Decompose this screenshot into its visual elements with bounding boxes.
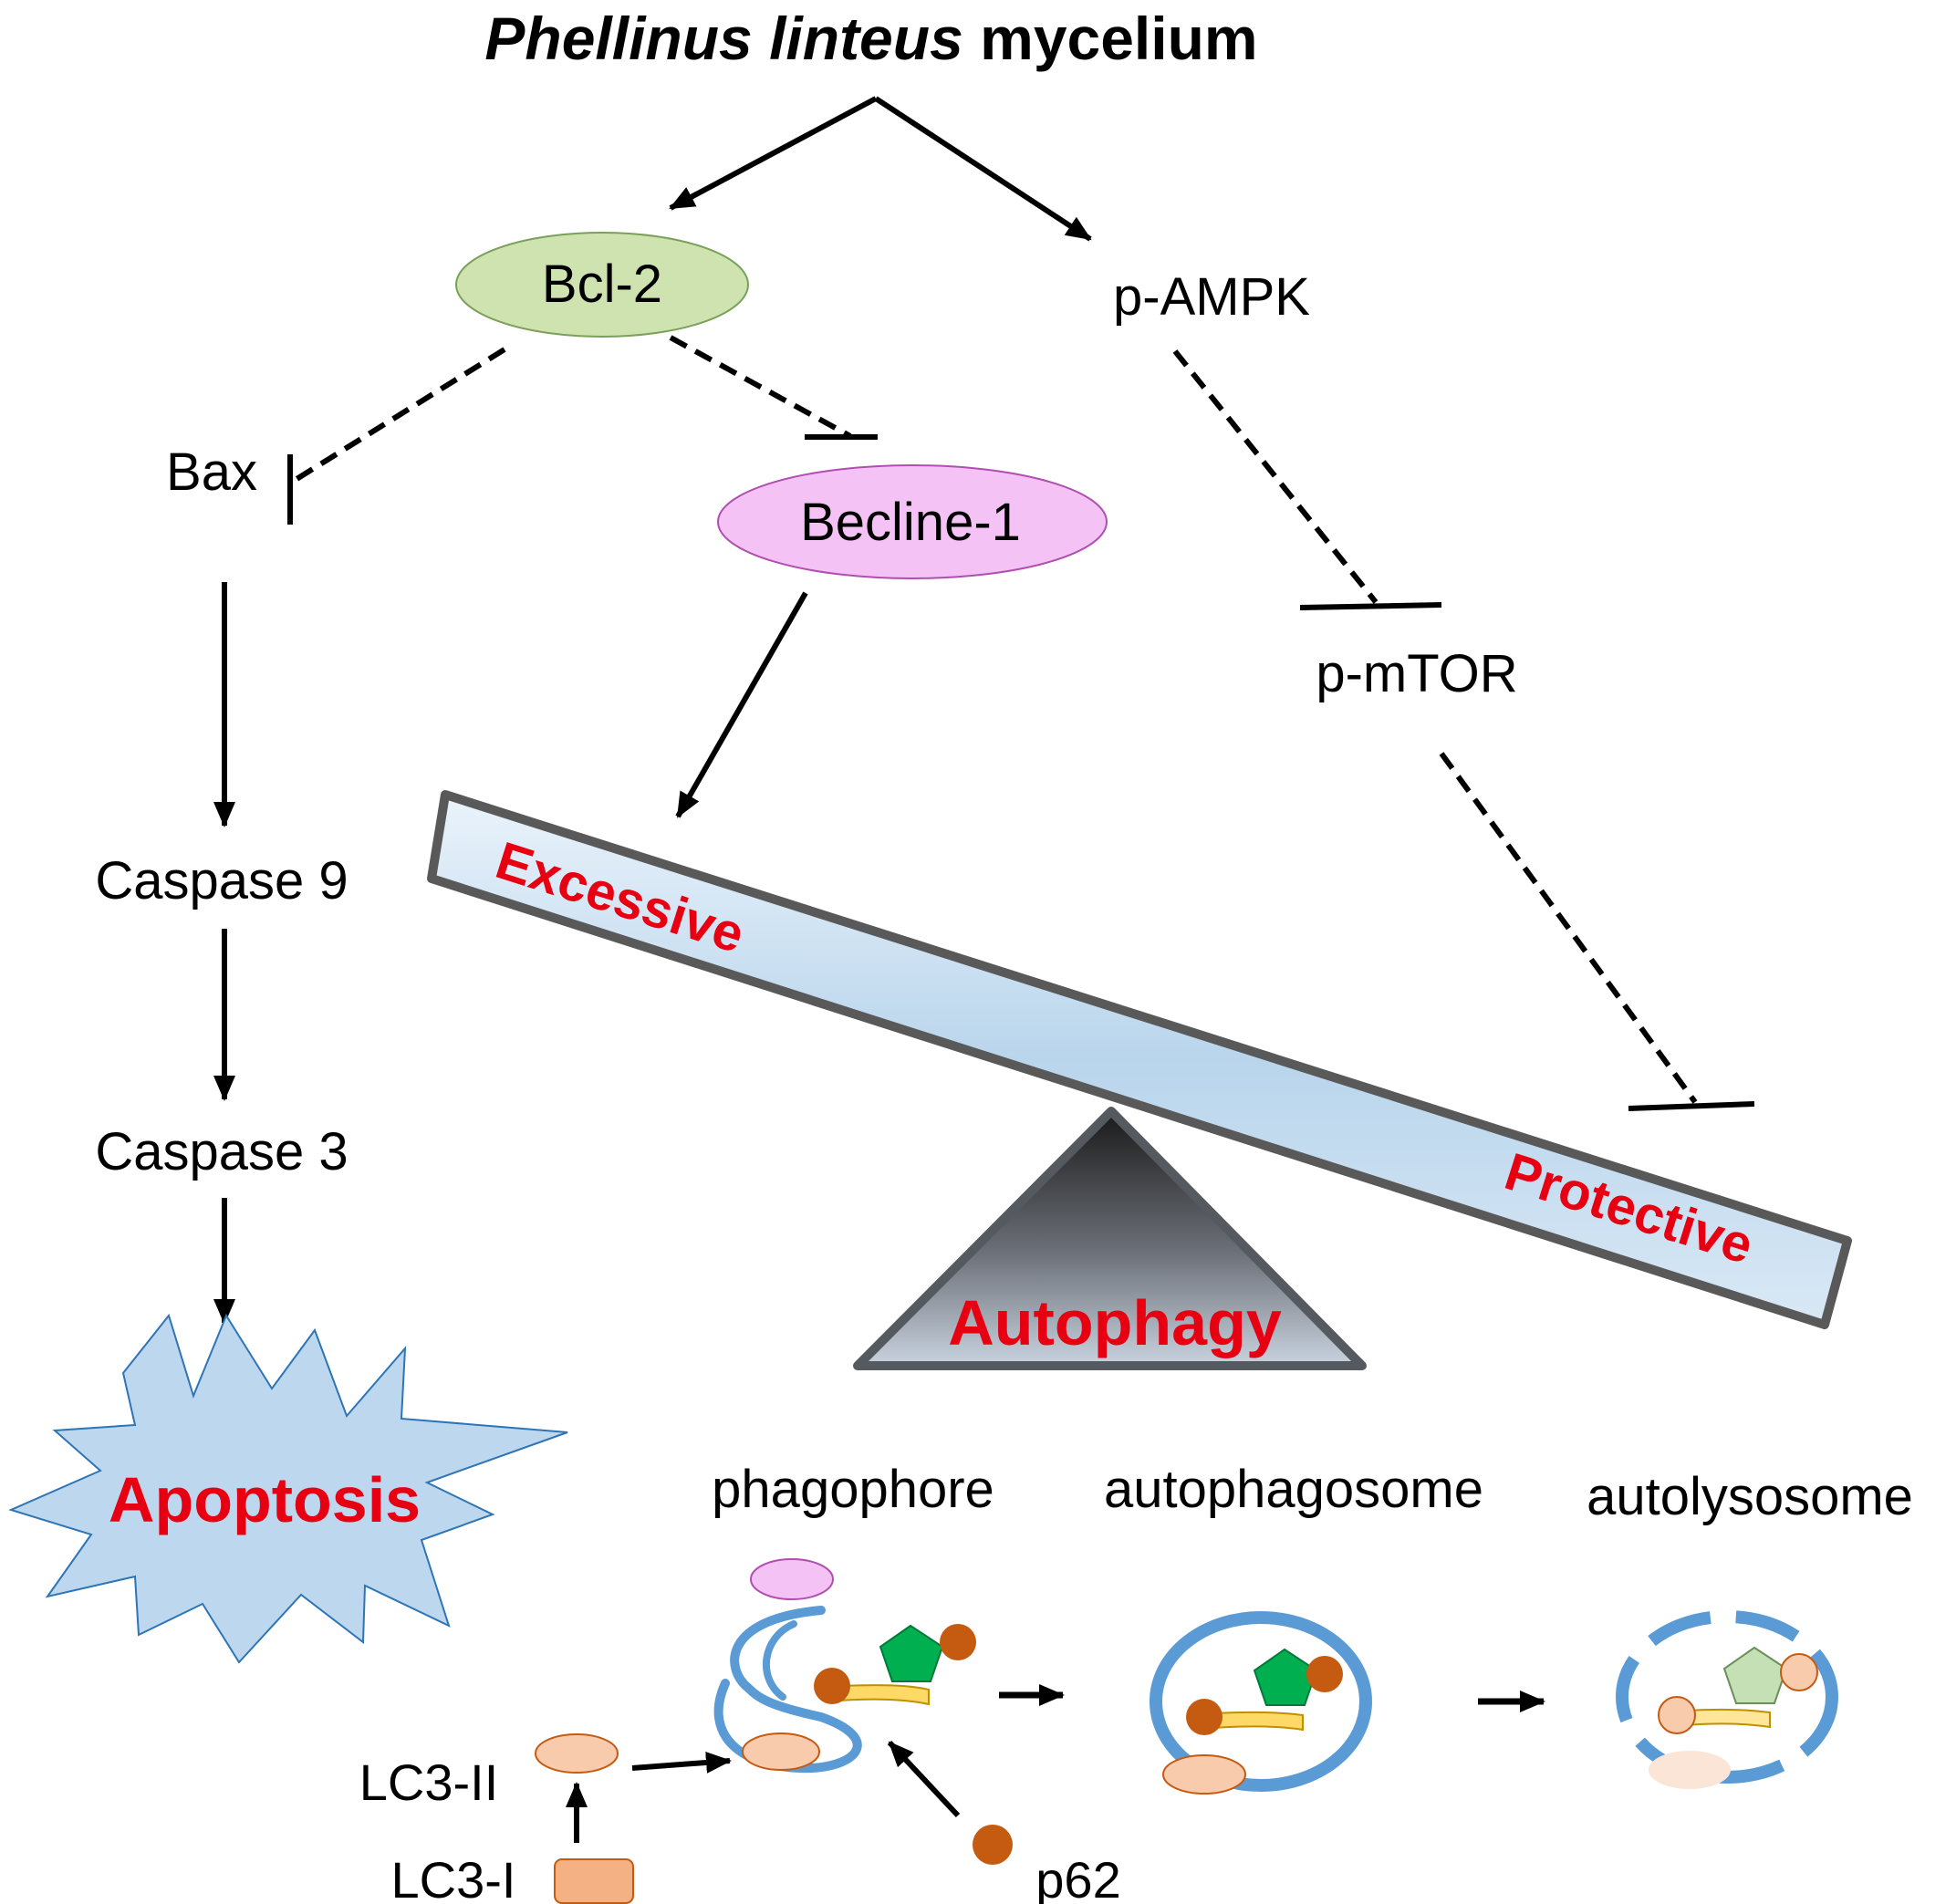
lc3-i-label: LC3-I — [391, 1851, 516, 1904]
p62-dot-3a — [1780, 1653, 1818, 1691]
caspase3-label: Caspase 3 — [95, 1122, 348, 1181]
seesaw-beam — [427, 790, 1852, 1329]
inhibit-pampk-to-pmtor — [1172, 349, 1379, 604]
cargo-pentagon-3 — [1722, 1646, 1788, 1704]
stage-phagophore-label: phagophore — [712, 1460, 994, 1519]
p62-dot-1a — [940, 1624, 976, 1660]
autolysosome-membrane — [1616, 1610, 1838, 1784]
autophagosome-illustration — [1150, 1611, 1372, 1795]
p62-label: p62 — [1035, 1851, 1120, 1904]
p62-dot-2b — [1186, 1699, 1222, 1735]
pampk-label: p-AMPK — [1113, 267, 1310, 327]
title-species: Phellinus linteus — [484, 5, 962, 72]
becline1-small-icon — [750, 1558, 834, 1600]
bcl2-label: Bcl-2 — [542, 255, 662, 314]
becline1-label: Becline-1 — [800, 493, 1021, 552]
apoptosis-label: Apoptosis — [109, 1464, 421, 1535]
autophagosome-membrane — [1150, 1611, 1372, 1792]
cargo-pentagon-1 — [879, 1624, 944, 1682]
caspase9-label: Caspase 9 — [95, 851, 348, 910]
lc3-i-icon — [554, 1858, 634, 1904]
pmtor-label: p-mTOR — [1316, 644, 1517, 703]
arrow-lc3ii-to-phagophore — [631, 1751, 732, 1774]
bax-label: Bax — [166, 442, 257, 502]
phagophore-illustration — [713, 1558, 976, 1774]
title-rest: mycelium — [963, 5, 1258, 72]
stage-autophagosome-label: autophagosome — [1104, 1460, 1483, 1519]
stage-autolysosome-label: autolysosome — [1587, 1467, 1913, 1526]
autophagy-label: Autophagy — [948, 1287, 1282, 1358]
lc3-ii-label: LC3-II — [359, 1753, 499, 1811]
linker-1 — [838, 1684, 930, 1706]
lc3-ii-icon — [535, 1733, 619, 1774]
inhibit-bar-protective — [1628, 1101, 1755, 1111]
lc3-on-phagophore — [742, 1732, 820, 1771]
arrow-title-to-bcl2 — [669, 96, 878, 211]
linker-3 — [1684, 1708, 1771, 1729]
becline1-ellipse — [717, 464, 1108, 579]
linker-2 — [1212, 1711, 1304, 1732]
p62-dot-2a — [1306, 1656, 1343, 1692]
bcl2-ellipse — [455, 232, 749, 338]
p62-icon — [973, 1825, 1013, 1865]
inhibit-bcl2-to-bax — [292, 347, 506, 484]
arrow-becline1-to-beam — [675, 591, 808, 818]
inhibit-bar-pmtor — [1299, 602, 1442, 610]
lc3-on-autophagosome — [1162, 1754, 1246, 1795]
arrow-title-to-pampk — [874, 96, 1092, 242]
arrow-p62-to-phagophore — [887, 1740, 961, 1818]
lc3-on-autolysosome — [1649, 1751, 1731, 1789]
inhibit-pmtor-to-protective — [1439, 752, 1698, 1104]
p62-dot-1b — [814, 1668, 850, 1704]
seesaw-fulcrum — [853, 1107, 1367, 1370]
diagram-title: Phellinus linteus mycelium — [484, 5, 1257, 72]
inhibit-bcl2-to-becline1 — [669, 335, 852, 439]
p62-dot-3b — [1658, 1696, 1696, 1734]
apoptosis-starburst — [8, 1313, 568, 1664]
autolysosome-illustration — [1616, 1610, 1838, 1789]
